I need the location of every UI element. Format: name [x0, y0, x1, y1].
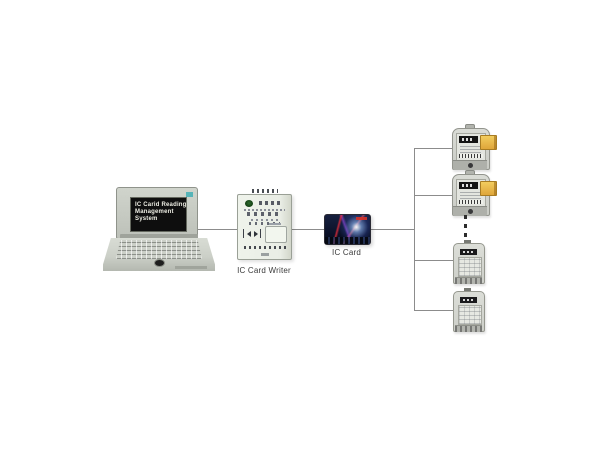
meter-terminal-cover [453, 206, 487, 216]
ic-card [324, 214, 371, 245]
branch-line-meter-2 [414, 195, 452, 196]
writer-top-marks [252, 189, 278, 193]
writer-button-row-1 [247, 212, 282, 216]
meter-terminal-cover [455, 277, 482, 284]
card-logo-mark [356, 217, 367, 220]
branch-line-meter-1 [414, 148, 452, 149]
meter-panel [458, 305, 482, 325]
meter-top-tab [464, 288, 471, 291]
meter-terminal-cover [453, 160, 487, 170]
meter-screw [468, 163, 473, 168]
energy-meter-1 [452, 124, 497, 170]
meter-panel [458, 257, 482, 277]
meter-barcode [459, 200, 483, 204]
laptop-hinge [120, 234, 198, 239]
laptop-base [103, 238, 215, 271]
writer-text-row-2 [251, 219, 278, 221]
energy-meter-3 [453, 240, 485, 284]
meter-screw [468, 209, 473, 214]
ic-card-writer-device [237, 189, 292, 260]
card-insert-arrows-icon [243, 229, 261, 238]
energy-meter-2 [452, 170, 497, 216]
meter-barcode [459, 154, 483, 158]
writer-button-row-2 [249, 222, 280, 225]
meter-body [453, 243, 485, 284]
meter-lcd-display [459, 136, 478, 143]
laptop-keyboard [116, 240, 202, 259]
card-skyline-art [325, 237, 370, 244]
meter-panel [456, 133, 486, 161]
writer-footer-mark [261, 253, 269, 256]
ellipsis-dot [464, 215, 467, 219]
meter-body [453, 291, 485, 332]
laptop-screen: IC Carid Reading Management System [130, 197, 187, 232]
meter-terminal-cover [455, 325, 482, 332]
screen-text-line-1: IC Carid Reading [135, 202, 187, 208]
inserted-ic-card [480, 135, 497, 150]
arrow-right-icon [253, 230, 258, 237]
ellipsis-dot [464, 224, 467, 228]
meter-lcd-display [460, 297, 477, 303]
writer-body [237, 194, 292, 260]
meter-lcd-display [460, 249, 477, 255]
connector-card-to-bus [369, 229, 415, 230]
meter-top-tab [464, 240, 471, 243]
meter-panel [456, 179, 486, 207]
ic-card-label: IC Card [332, 248, 361, 257]
meter-nameplate-text [460, 145, 481, 153]
ellipsis-dot [464, 233, 467, 237]
arrow-left-icon [246, 230, 251, 237]
laptop-lid: IC Carid Reading Management System [116, 187, 198, 239]
connector-laptop-to-writer [196, 229, 237, 230]
writer-text-row-1 [244, 209, 285, 211]
ic-card-writer-label: IC Card Writer [237, 266, 291, 275]
meter-bus-line [414, 148, 415, 311]
screen-text-block: IC Carid Reading Management System [135, 202, 187, 223]
meter-nameplate-text [460, 191, 481, 199]
screen-text-line-3: System [135, 216, 158, 222]
writer-brand-logo [245, 200, 253, 207]
laptop-front-strip [175, 266, 207, 269]
writer-bottom-text-row [244, 246, 286, 249]
writer-card-slot [265, 226, 287, 243]
laptop-trackpoint [155, 260, 164, 266]
inserted-ic-card [480, 181, 497, 196]
connector-writer-to-card [290, 229, 324, 230]
branch-line-meter-3 [414, 260, 453, 261]
laptop-brand-badge [186, 192, 193, 197]
branch-line-meter-4 [414, 310, 453, 311]
laptop: IC Carid Reading Management System [95, 185, 220, 275]
writer-slot-label [269, 223, 281, 225]
meter-lcd-digits [462, 138, 474, 141]
meter-lcd-digits [463, 299, 473, 301]
meter-lcd-display [459, 182, 478, 189]
energy-meter-4 [453, 288, 485, 332]
meter-lcd-digits [463, 251, 473, 253]
screen-text-line-2: Management [135, 209, 174, 215]
writer-indicator-row [259, 201, 283, 205]
meter-lcd-digits [462, 184, 474, 187]
